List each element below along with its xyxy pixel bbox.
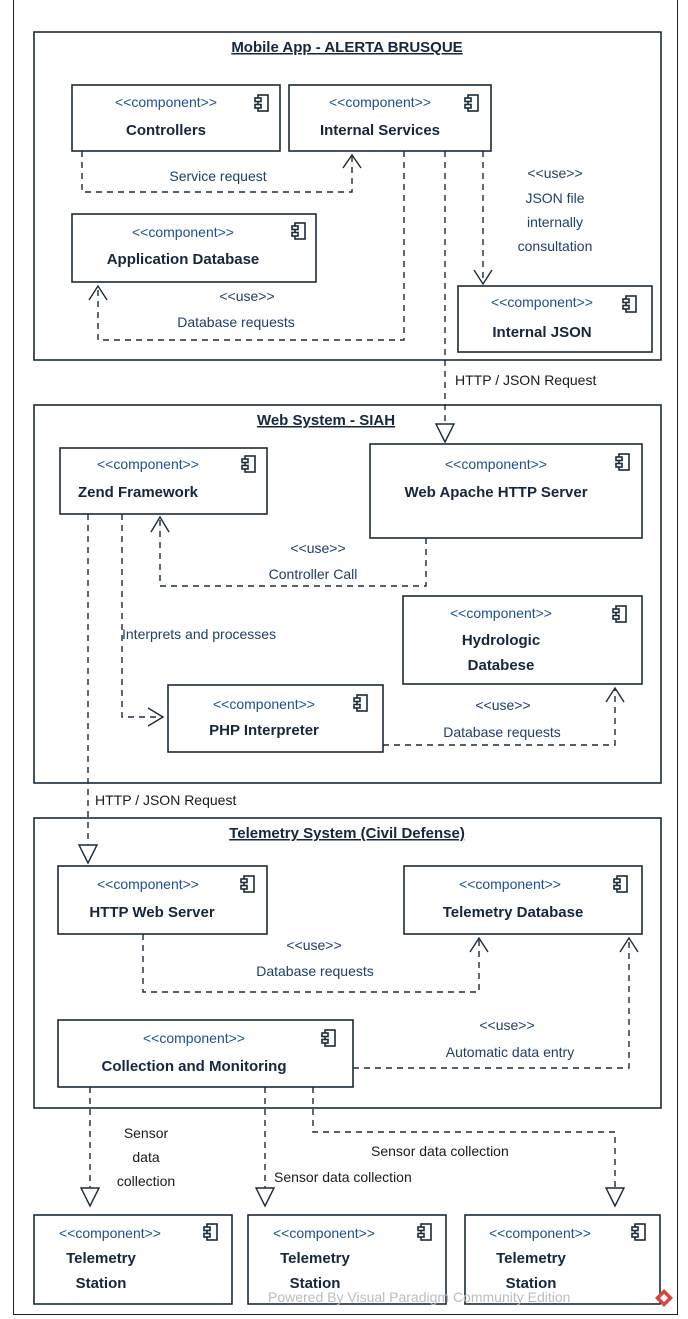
label-json-line1: JSON file (525, 190, 584, 206)
label-sensor-line1: Sensor (124, 1125, 169, 1141)
label-use-hydro: <<use>> (475, 697, 530, 713)
svg-text:Zend Framework: Zend Framework (78, 484, 199, 501)
component-internal-services[interactable]: <<component>> Internal Services (288, 84, 492, 152)
label-http-json-1: HTTP / JSON Request (455, 372, 596, 388)
svg-text:<<component>>: <<component>> (132, 224, 234, 240)
package-web-system (33, 404, 662, 784)
svg-text:Web Apache HTTP Server: Web Apache HTTP Server (404, 484, 587, 501)
package-title-mobile: Mobile App - ALERTA BRUSQUE (231, 39, 462, 56)
component-application-database[interactable]: <<component>> Application Database (71, 213, 317, 283)
component-telemetry-station-2[interactable]: <<component>> Telemetry Station (247, 1214, 447, 1305)
svg-text:<<component>>: <<component>> (59, 1225, 161, 1241)
label-interprets: Interprets and processes (122, 626, 276, 642)
svg-text:Databese: Databese (468, 657, 535, 674)
label-use-telemetry-db: <<use>> (286, 937, 341, 953)
svg-text:Hydrologic: Hydrologic (462, 632, 540, 649)
component-zend-framework[interactable]: <<component>> Zend Framework (59, 447, 268, 515)
component-php-interpreter[interactable]: <<component>> PHP Interpreter (167, 684, 384, 753)
watermark-text: Powered By Visual Paradigm Community Edi… (268, 1289, 570, 1305)
svg-text:<<component>>: <<component>> (97, 876, 199, 892)
connector-service-request (81, 151, 353, 193)
svg-text:<<component>>: <<component>> (491, 294, 593, 310)
svg-text:<<component>>: <<component>> (143, 1030, 245, 1046)
svg-text:<<component>>: <<component>> (445, 456, 547, 472)
component-telemetry-station-3[interactable]: <<component>> Telemetry Station (464, 1214, 661, 1305)
package-title-web: Web System - SIAH (257, 412, 395, 429)
label-use-automatic: <<use>> (479, 1017, 534, 1033)
visual-paradigm-logo-icon (655, 1289, 673, 1307)
label-sensor-collection-3: Sensor data collection (371, 1143, 509, 1159)
label-use-controller: <<use>> (290, 540, 345, 556)
connector-interprets (121, 514, 162, 718)
package-mobile-app (33, 31, 662, 361)
component-collection-monitoring[interactable]: <<component>> Collection and Monitoring (57, 1019, 354, 1088)
svg-text:Internal JSON: Internal JSON (492, 324, 591, 341)
svg-text:Station: Station (290, 1275, 341, 1292)
svg-text:Internal Services: Internal Services (320, 122, 440, 139)
label-use-app-db: <<use>> (219, 288, 274, 304)
package-title-telemetry: Telemetry System (Civil Defense) (229, 825, 465, 842)
label-json-line3: consultation (518, 238, 593, 254)
label-telemetry-db-requests: Database requests (256, 963, 374, 979)
component-http-web-server[interactable]: <<component>> HTTP Web Server (57, 865, 268, 935)
svg-text:Telemetry: Telemetry (280, 1250, 350, 1267)
svg-text:<<component>>: <<component>> (489, 1225, 591, 1241)
component-hydrologic-database[interactable]: <<component>> Hydrologic Databese (402, 595, 643, 685)
svg-text:Controllers: Controllers (126, 122, 206, 139)
label-sensor-line2: data (132, 1149, 159, 1165)
label-controller-call: Controller Call (269, 566, 358, 582)
package-telemetry-system (33, 817, 662, 1109)
svg-text:Station: Station (76, 1275, 127, 1292)
label-service-request: Service request (169, 168, 266, 184)
connector-app-db-requests (97, 151, 405, 341)
svg-text:Telemetry: Telemetry (496, 1250, 566, 1267)
label-http-json-2: HTTP / JSON Request (95, 792, 236, 808)
page-frame (13, 0, 678, 1315)
connector-sensor-station-3 (312, 1087, 616, 1188)
svg-text:Telemetry: Telemetry (66, 1250, 136, 1267)
svg-text:Application Database: Application Database (107, 251, 260, 268)
svg-text:<<component>>: <<component>> (213, 696, 315, 712)
connector-controller-call (159, 518, 427, 587)
label-automatic-data-entry: Automatic data entry (446, 1044, 574, 1060)
component-internal-json[interactable]: <<component>> Internal JSON (457, 285, 653, 353)
svg-text:Collection and Monitoring: Collection and Monitoring (102, 1058, 287, 1075)
label-use-json: <<use>> (527, 165, 582, 181)
svg-text:<<component>>: <<component>> (273, 1225, 375, 1241)
svg-text:HTTP Web Server: HTTP Web Server (89, 904, 214, 921)
connector-hydro-db-requests (383, 688, 616, 746)
svg-text:<<component>>: <<component>> (459, 876, 561, 892)
connector-automatic-data-entry (353, 938, 630, 1069)
component-telemetry-database[interactable]: <<component>> Telemetry Database (403, 865, 643, 935)
svg-text:Station: Station (506, 1275, 557, 1292)
connector-telemetry-db-requests (142, 934, 480, 993)
component-web-apache-server[interactable]: <<component>> Web Apache HTTP Server (369, 443, 643, 539)
label-hydro-db-requests: Database requests (443, 724, 561, 740)
component-telemetry-station-1[interactable]: <<component>> Telemetry Station (33, 1214, 233, 1305)
label-json-line2: internally (527, 214, 583, 230)
svg-text:<<component>>: <<component>> (329, 94, 431, 110)
svg-text:Telemetry Database: Telemetry Database (443, 904, 584, 921)
label-sensor-line3: collection (117, 1173, 175, 1189)
svg-text:PHP Interpreter: PHP Interpreter (209, 722, 319, 739)
svg-text:<<component>>: <<component>> (115, 94, 217, 110)
svg-text:<<component>>: <<component>> (450, 605, 552, 621)
label-sensor-collection-2: Sensor data collection (274, 1169, 412, 1185)
label-app-db-requests: Database requests (177, 314, 295, 330)
svg-text:<<component>>: <<component>> (97, 456, 199, 472)
component-controllers[interactable]: <<component>> Controllers (71, 84, 281, 152)
